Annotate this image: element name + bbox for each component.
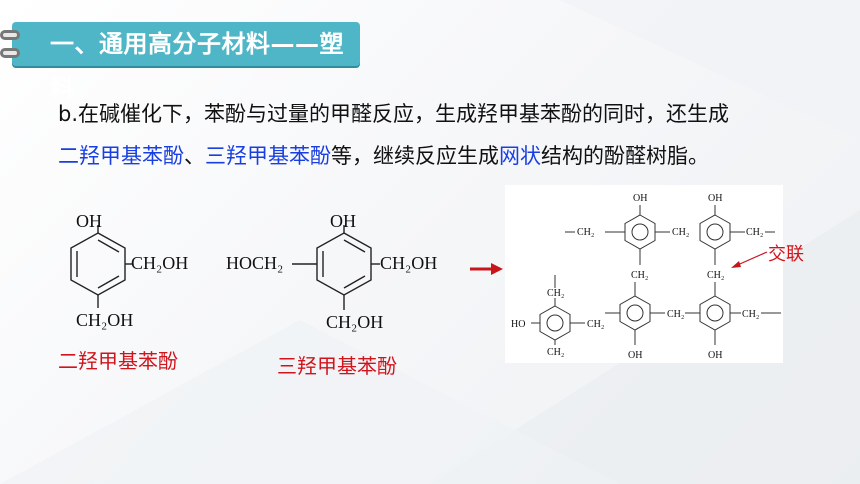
ch2-group: CH₂ [667, 309, 684, 320]
highlight-network: 网状 [499, 144, 541, 168]
highlight-dihydroxymethylphenol: 二羟甲基苯酚 [58, 144, 184, 168]
ch2-group: CH₂ [672, 227, 689, 238]
ch2-group: CH₂ [631, 270, 648, 281]
ch2-group: CH₂ [547, 347, 564, 358]
ch2oh-group: CH₂OH [131, 253, 188, 273]
dihydroxymethylphenol-label: 二羟甲基苯酚 [58, 349, 178, 373]
oh-group: OH [708, 350, 722, 361]
reaction-arrow-icon [470, 263, 503, 275]
ch2-group: CH₂ [547, 288, 564, 299]
section-title: 一、通用高分子材料——塑料 [50, 30, 344, 102]
separator: 、 [184, 144, 205, 168]
paragraph-text: 结构的酚醛树脂。 [541, 144, 709, 168]
dihydroxymethylphenol-structure [70, 225, 132, 308]
oh-group: OH [633, 193, 647, 204]
highlight-trihydroxymethylphenol: 三羟甲基苯酚 [205, 144, 331, 168]
crosslink-pointer-icon [731, 251, 768, 268]
section-title-bar: 一、通用高分子材料——塑料 [12, 22, 360, 102]
ch2-group: CH₂ [742, 309, 759, 320]
paragraph-text: 等，继续反应生成 [331, 144, 499, 168]
trihydroxymethylphenol-label: 三羟甲基苯酚 [277, 354, 397, 378]
ch2oh-group: CH₂OH [76, 310, 133, 330]
ch2oh-group: CH₂OH [380, 253, 437, 273]
network-diagram: OH OH CH₂ CH₂ CH₂ CH₂ CH₂ CH₂ HO CH₂ CH₂… [511, 193, 781, 361]
binder-ring-icon [0, 48, 20, 58]
crosslink-label: 交联 [768, 244, 804, 265]
ch2-group: CH₂ [707, 270, 724, 281]
ch2oh-group: CH₂OH [326, 312, 383, 332]
ch2-group: CH₂ [587, 319, 604, 330]
oh-group: OH [628, 350, 642, 361]
oh-group: OH [76, 211, 102, 231]
paragraph-line-1: b.在碱催化下，苯酚与过量的甲醛反应，生成羟甲基苯酚的同时，还生成 [58, 102, 730, 126]
ch2-group: CH₂ [577, 227, 594, 238]
oh-group: OH [708, 193, 722, 204]
hoch2-group: HOCH₂ [226, 253, 283, 273]
ch2-group: CH₂ [746, 227, 763, 238]
oh-group: OH [330, 211, 356, 231]
trihydroxymethylphenol-structure [292, 225, 380, 310]
phenolic-resin-network: OH OH CH₂ CH₂ CH₂ CH₂ CH₂ CH₂ HO CH₂ CH₂… [505, 185, 783, 363]
binder-ring-icon [0, 30, 20, 40]
paragraph-line-2: 二羟甲基苯酚、三羟甲基苯酚等，继续反应生成网状结构的酚醛树脂。 [58, 140, 828, 170]
ho-group: HO [511, 319, 525, 330]
